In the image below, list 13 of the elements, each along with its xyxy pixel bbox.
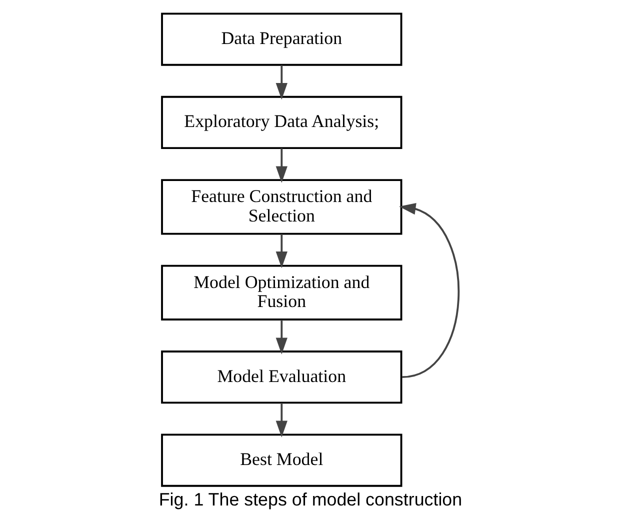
arrow — [275, 320, 287, 354]
node-box: Feature Construction and Selection — [160, 179, 402, 235]
caption: Fig. 1 The steps of model construction — [158, 489, 462, 510]
node-box: Data Preparation — [160, 12, 402, 66]
arrow — [275, 403, 287, 438]
node-box: Best Model — [160, 434, 402, 487]
node-box: Model Optimization and Fusion — [160, 264, 402, 320]
arrow — [275, 148, 287, 183]
node-box: Exploratory Data Analysis; — [160, 96, 402, 150]
arrow — [398, 203, 459, 378]
arrow — [275, 65, 287, 100]
node-box: Model Evaluation — [160, 350, 402, 404]
arrow — [275, 234, 287, 268]
